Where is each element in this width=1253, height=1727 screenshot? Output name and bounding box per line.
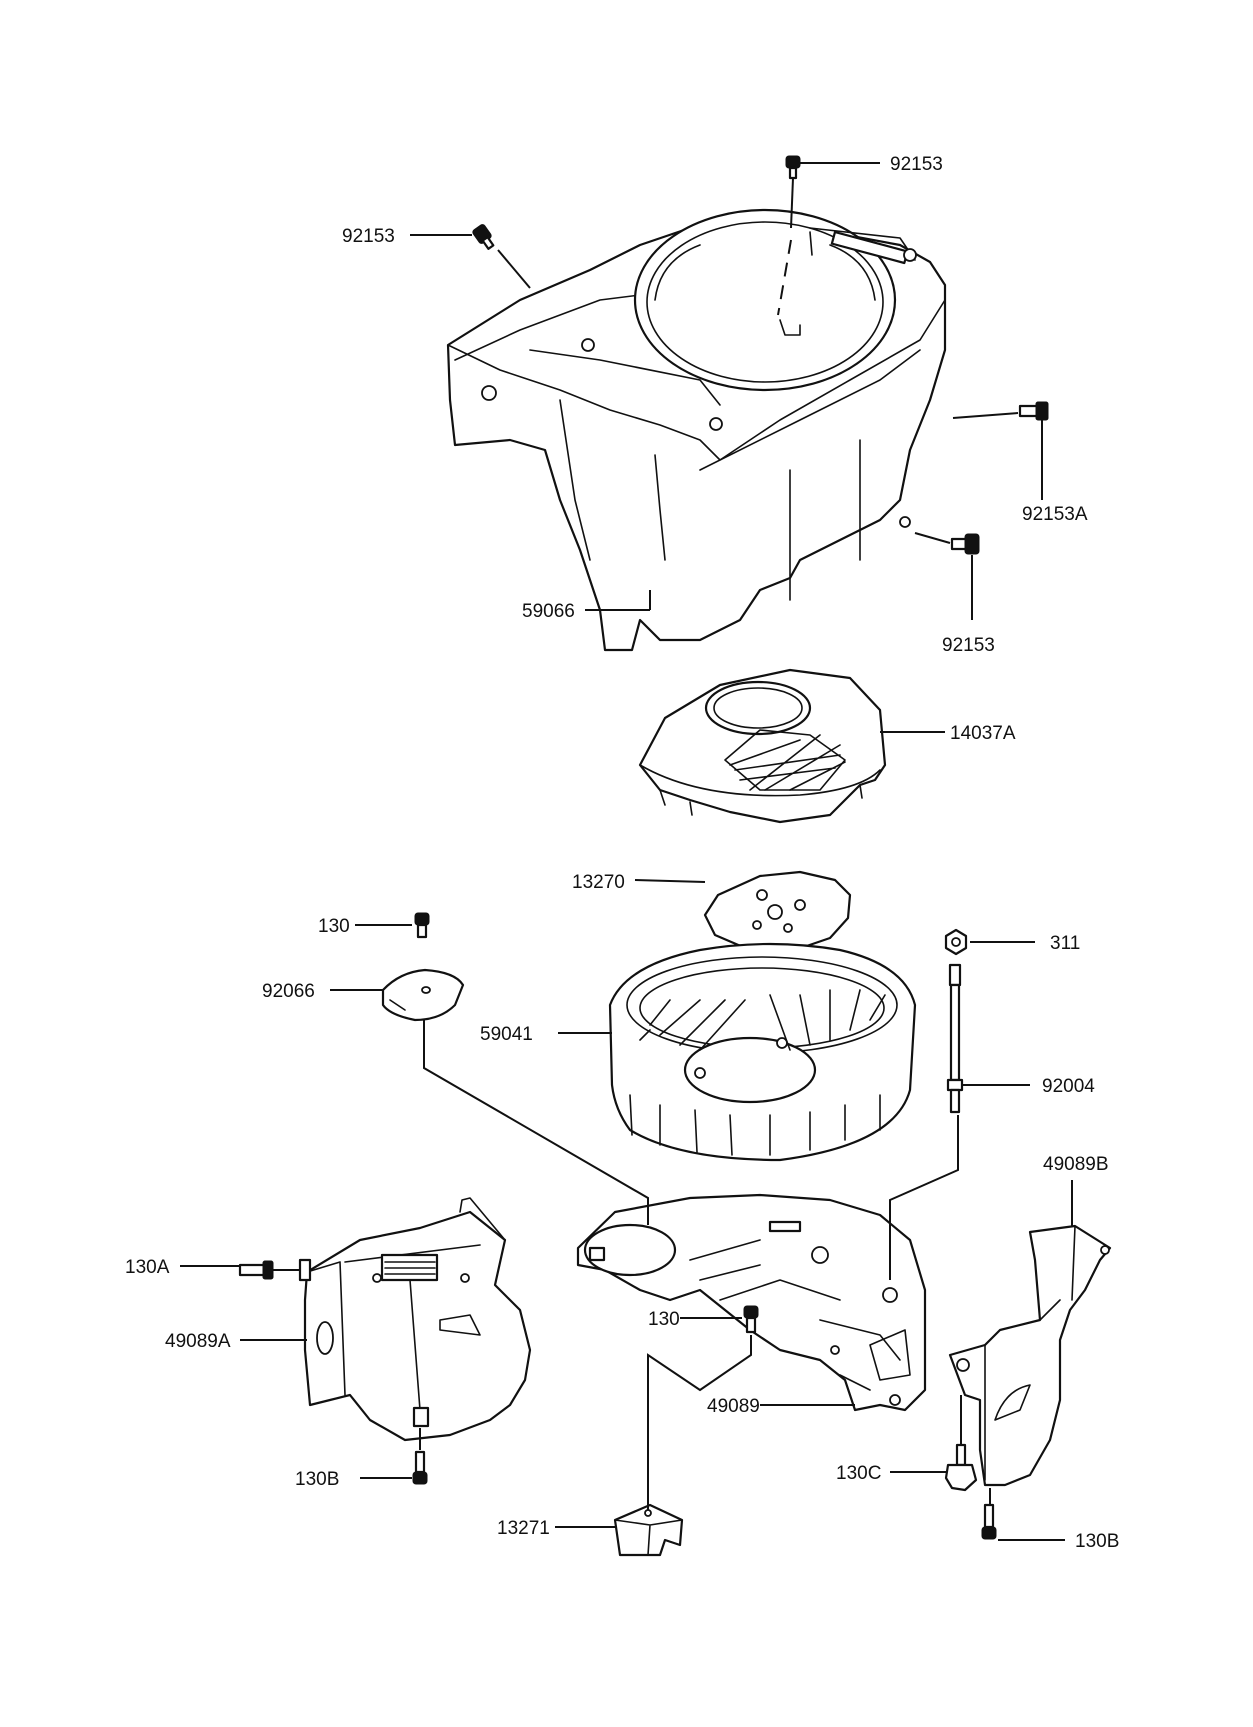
callout-59066: 59066 xyxy=(522,601,575,622)
bracket xyxy=(613,1503,684,1557)
bolt-right-a xyxy=(1018,401,1049,421)
callout-59041: 59041 xyxy=(480,1024,533,1045)
bolt-left xyxy=(472,224,495,250)
callout-130-lower: 130 xyxy=(648,1309,680,1330)
right-cover xyxy=(948,1224,1112,1487)
callout-130c: 130C xyxy=(836,1463,881,1484)
bolt-130b-right-shape xyxy=(981,1503,997,1540)
callout-130-upper: 130 xyxy=(318,916,350,937)
callout-311: 311 xyxy=(1050,933,1080,954)
fan-housing xyxy=(446,208,947,652)
callout-13271: 13271 xyxy=(497,1518,550,1539)
baffle xyxy=(576,1193,927,1412)
washer-shape xyxy=(381,968,465,1022)
callout-92153-left: 92153 xyxy=(342,226,395,247)
bolt-130c-shape xyxy=(944,1443,978,1492)
plate xyxy=(703,870,852,952)
leader-lines xyxy=(180,162,1073,1541)
callout-labels: 92153 92153 92153A 92153 59066 14037A 13… xyxy=(125,154,1119,1552)
fan-blades xyxy=(629,989,886,1156)
callout-49089a: 49089A xyxy=(165,1331,231,1352)
callout-49089: 49089 xyxy=(707,1396,760,1417)
callout-49089b: 49089B xyxy=(1043,1154,1109,1175)
callout-92004: 92004 xyxy=(1042,1076,1095,1097)
callout-92153-top: 92153 xyxy=(890,154,943,175)
callout-14037a: 14037A xyxy=(950,723,1016,744)
fan-screen xyxy=(638,668,887,824)
callout-13270: 13270 xyxy=(572,872,625,893)
callout-130b-right: 130B xyxy=(1075,1531,1119,1552)
screen-mesh xyxy=(724,729,846,791)
nut-shape xyxy=(944,928,968,956)
callout-130b-left: 130B xyxy=(295,1469,339,1490)
bolt-130-lower-shape xyxy=(743,1305,759,1334)
bolt-lower xyxy=(950,533,980,555)
callout-92153-lower: 92153 xyxy=(942,635,995,656)
callout-92066: 92066 xyxy=(262,981,315,1002)
callout-92153a: 92153A xyxy=(1022,504,1088,525)
bolt-130b-left-shape xyxy=(412,1450,428,1485)
stud-shape xyxy=(946,963,964,1114)
callout-130a: 130A xyxy=(125,1257,170,1278)
bolt-top xyxy=(785,155,801,180)
bolt-130-upper-shape xyxy=(414,912,430,939)
left-cover xyxy=(303,1197,532,1442)
cooling-fan xyxy=(608,942,917,1162)
